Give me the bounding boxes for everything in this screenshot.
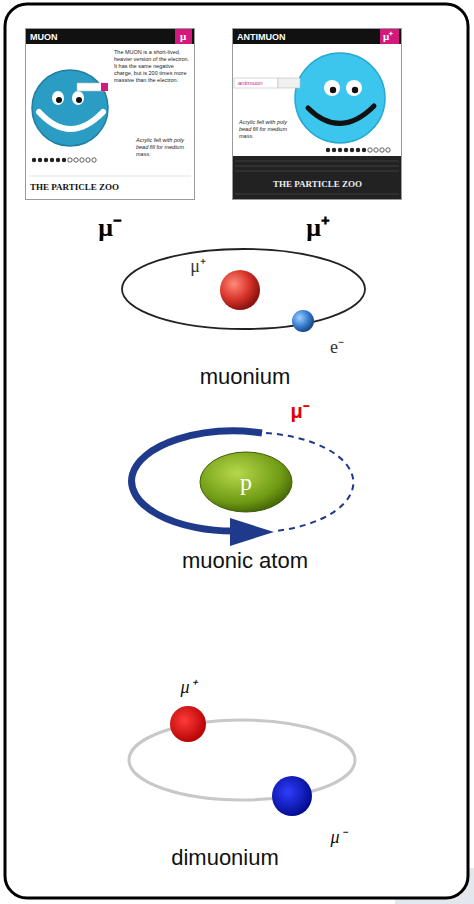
brand-logo: THE PARTICLE ZOO: [273, 179, 398, 190]
caption-label: muonic atom: [182, 549, 308, 573]
particle-symbol: μ⁻: [98, 214, 122, 243]
plush-pupil: [352, 87, 358, 93]
card-rule: [29, 176, 191, 177]
antimuon-plush: [295, 53, 385, 143]
mass-dots: [326, 148, 390, 152]
brand-logo: THE PARTICLE ZOO: [30, 182, 150, 193]
plush-pupil: [76, 97, 82, 103]
plush-smile: [308, 106, 374, 124]
particle-symbol: e⁻: [330, 338, 344, 358]
card-heading: MUON: [30, 32, 130, 43]
plush-tag-end: [278, 78, 300, 88]
caption-label: dimuonium: [171, 846, 279, 870]
card-ground: [25, 28, 195, 200]
card-symbol: μ: [180, 30, 194, 44]
orbit-arrowhead: [230, 518, 274, 546]
card-note: Acrylic felt with poly bead fill for med…: [136, 137, 192, 158]
card-ground: [232, 28, 402, 200]
plush-eye: [72, 91, 84, 105]
card-heading: ANTIMUON: [237, 32, 357, 43]
card-header-bar: [232, 28, 402, 44]
card-body: The MUON is a short-lived, heavier versi…: [114, 49, 192, 83]
particle-symbol: μ⁻: [290, 400, 309, 422]
plush-tag: [234, 78, 278, 88]
frame: [5, 4, 468, 898]
card-note: Acrylic felt with poly bead fill for med…: [239, 119, 297, 140]
dimuonium-orbit: [129, 720, 355, 800]
particle-card: MUON μThe MUON is a short-lived, heavier …: [25, 28, 195, 200]
electron-ball: [292, 310, 314, 332]
particle-card: ANTIMUON μ⁺ antimuonAcrylic felt with poly…: [232, 28, 402, 200]
plush-eye: [52, 91, 64, 105]
muon-plush: [32, 70, 108, 146]
plush-tag-end: [101, 83, 108, 91]
footer-pattern: [235, 161, 399, 194]
orbit-arrow: [132, 431, 262, 531]
antimuon-ball: [220, 270, 260, 310]
proton: [200, 452, 292, 512]
plush-pupil: [330, 87, 336, 93]
particle-symbol: μ⁺: [190, 257, 206, 277]
card-header-bar: [25, 28, 195, 44]
plush-pupil: [56, 97, 62, 103]
card-symbol: μ⁺: [383, 30, 401, 44]
particle-symbol: μ⁺: [180, 678, 195, 698]
particle-symbol: μ⁻: [330, 828, 345, 848]
caption-label: muonium: [200, 365, 290, 389]
plush-smile: [39, 112, 103, 129]
mass-dots: [32, 158, 96, 162]
plush-eye: [346, 80, 362, 96]
plush-tag: [77, 83, 105, 91]
antimuon-ball: [170, 706, 206, 742]
muon-ball: [272, 776, 312, 816]
muonium-orbit: [122, 249, 365, 329]
tag-text: antimuon: [238, 80, 278, 88]
particle-symbol: p: [240, 469, 252, 495]
card-footer-band: [232, 156, 402, 200]
antimuon-card-art: [232, 28, 402, 200]
particle-symbol: μ⁺: [306, 214, 330, 243]
muon-card-art: [25, 28, 195, 200]
plush-eye: [324, 80, 340, 96]
